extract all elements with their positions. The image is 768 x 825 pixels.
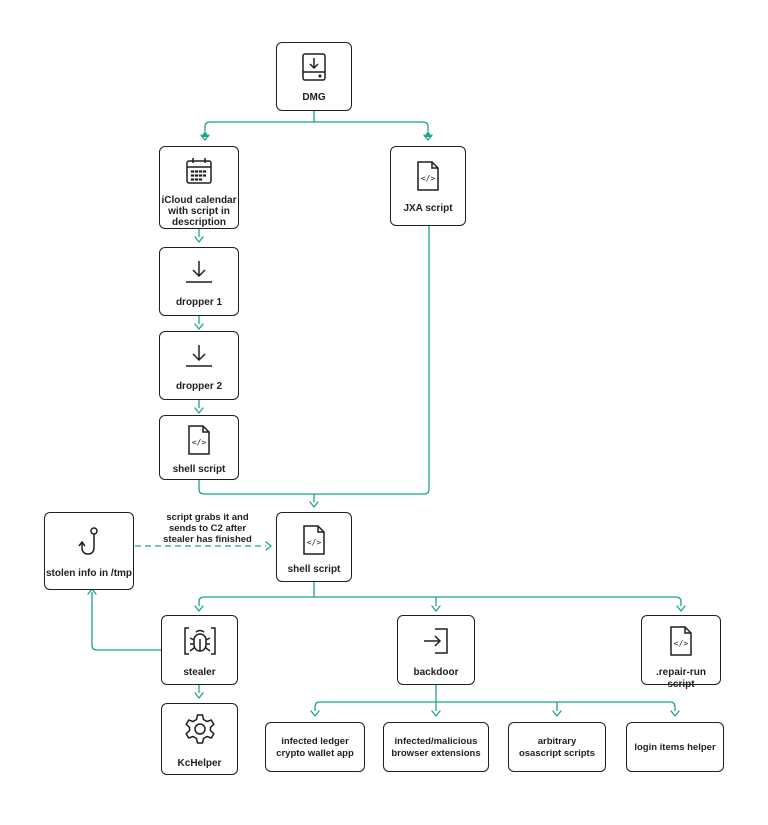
node-browser-extensions: infected/malicious browser extensions (383, 722, 489, 772)
bug-icon (183, 627, 216, 655)
arrowhead (676, 605, 686, 612)
edge-shell2-split (198, 582, 682, 606)
node-dmg-label: DMG (302, 92, 326, 103)
node-dmg: DMG (276, 42, 352, 111)
node-infected-ledger: infected ledger crypto wallet app (265, 722, 365, 772)
edge-stealer-stolen (91, 592, 161, 651)
arrowhead (265, 541, 272, 551)
arrowhead (194, 323, 204, 330)
svg-text:</>: </> (674, 639, 689, 648)
svg-text:</>: </> (192, 438, 207, 447)
node-login-items-helper: login items helper (626, 722, 724, 772)
code-file-icon: </> (670, 626, 692, 656)
node-backdoor: backdoor (397, 615, 475, 685)
dashed-edge-annotation: script grabs it and sends to C2 after st… (163, 512, 252, 545)
download-drive-icon (302, 53, 326, 81)
code-file-icon: </> (417, 161, 439, 191)
code-file-icon: </> (303, 525, 325, 555)
arrowhead (194, 605, 204, 612)
node-shell-script-2: </> shell script (276, 512, 352, 582)
node-ledger-label: infected ledger crypto wallet app (276, 736, 354, 759)
login-arrow-icon (424, 628, 448, 654)
arrowhead (552, 710, 562, 717)
svg-text:</>: </> (421, 174, 436, 183)
node-jxa-label: JXA script (403, 203, 453, 214)
node-dropper-1: dropper 1 (159, 247, 239, 316)
node-repair-run-script: </> .repair-run script (641, 615, 721, 690)
node-stealer-label: stealer (183, 667, 216, 678)
download-icon (186, 261, 212, 283)
arrowhead (424, 131, 432, 137)
node-repair-label: .repair-run script (655, 667, 706, 690)
arrowhead (309, 501, 319, 508)
node-jxa-script: </> JXA script (390, 146, 466, 226)
calendar-icon (186, 158, 212, 184)
arrowhead (423, 134, 433, 141)
node-stolen-info: stolen info in /tmp (44, 512, 134, 590)
svg-text:</>: </> (307, 538, 322, 547)
node-stolen-label: stolen info in /tmp (45, 568, 133, 579)
gear-icon (184, 714, 215, 744)
node-dropper1-label: dropper 1 (175, 297, 223, 308)
arrowhead (201, 131, 209, 137)
node-shell1-label: shell script (172, 464, 226, 475)
node-stealer: stealer (161, 615, 238, 685)
node-dropper2-label: dropper 2 (175, 381, 223, 392)
arrowhead (194, 407, 204, 414)
code-file-icon: </> (188, 425, 210, 455)
node-icloud-label: iCloud calendar with script in descripti… (161, 195, 237, 228)
arrowhead (310, 710, 320, 717)
edge-backdoor-split (314, 685, 676, 711)
node-backdoor-label: backdoor (413, 667, 459, 678)
node-login-label: login items helper (634, 742, 716, 753)
arrowhead (200, 134, 210, 141)
node-kchelper: KcHelper (161, 703, 238, 775)
arrowhead (194, 692, 204, 699)
node-shell2-label: shell script (287, 564, 341, 575)
hook-icon (78, 527, 98, 555)
arrowhead (670, 710, 680, 717)
edge-merge-shell2 (198, 226, 430, 502)
node-extensions-label: infected/malicious browser extensions (391, 736, 481, 759)
node-icloud-calendar: iCloud calendar with script in descripti… (159, 146, 239, 229)
node-shell-script-1: </> shell script (159, 415, 239, 480)
arrowhead (194, 236, 204, 243)
arrowhead (431, 710, 441, 717)
node-osascript-scripts: arbitrary osascript scripts (508, 722, 606, 772)
node-dropper-2: dropper 2 (159, 331, 239, 400)
node-osascript-label: arbitrary osascript scripts (518, 736, 596, 759)
edge-dmg-split (204, 111, 429, 131)
download-icon (186, 345, 212, 367)
arrowhead (431, 605, 441, 612)
node-kchelper-label: KcHelper (177, 758, 222, 769)
